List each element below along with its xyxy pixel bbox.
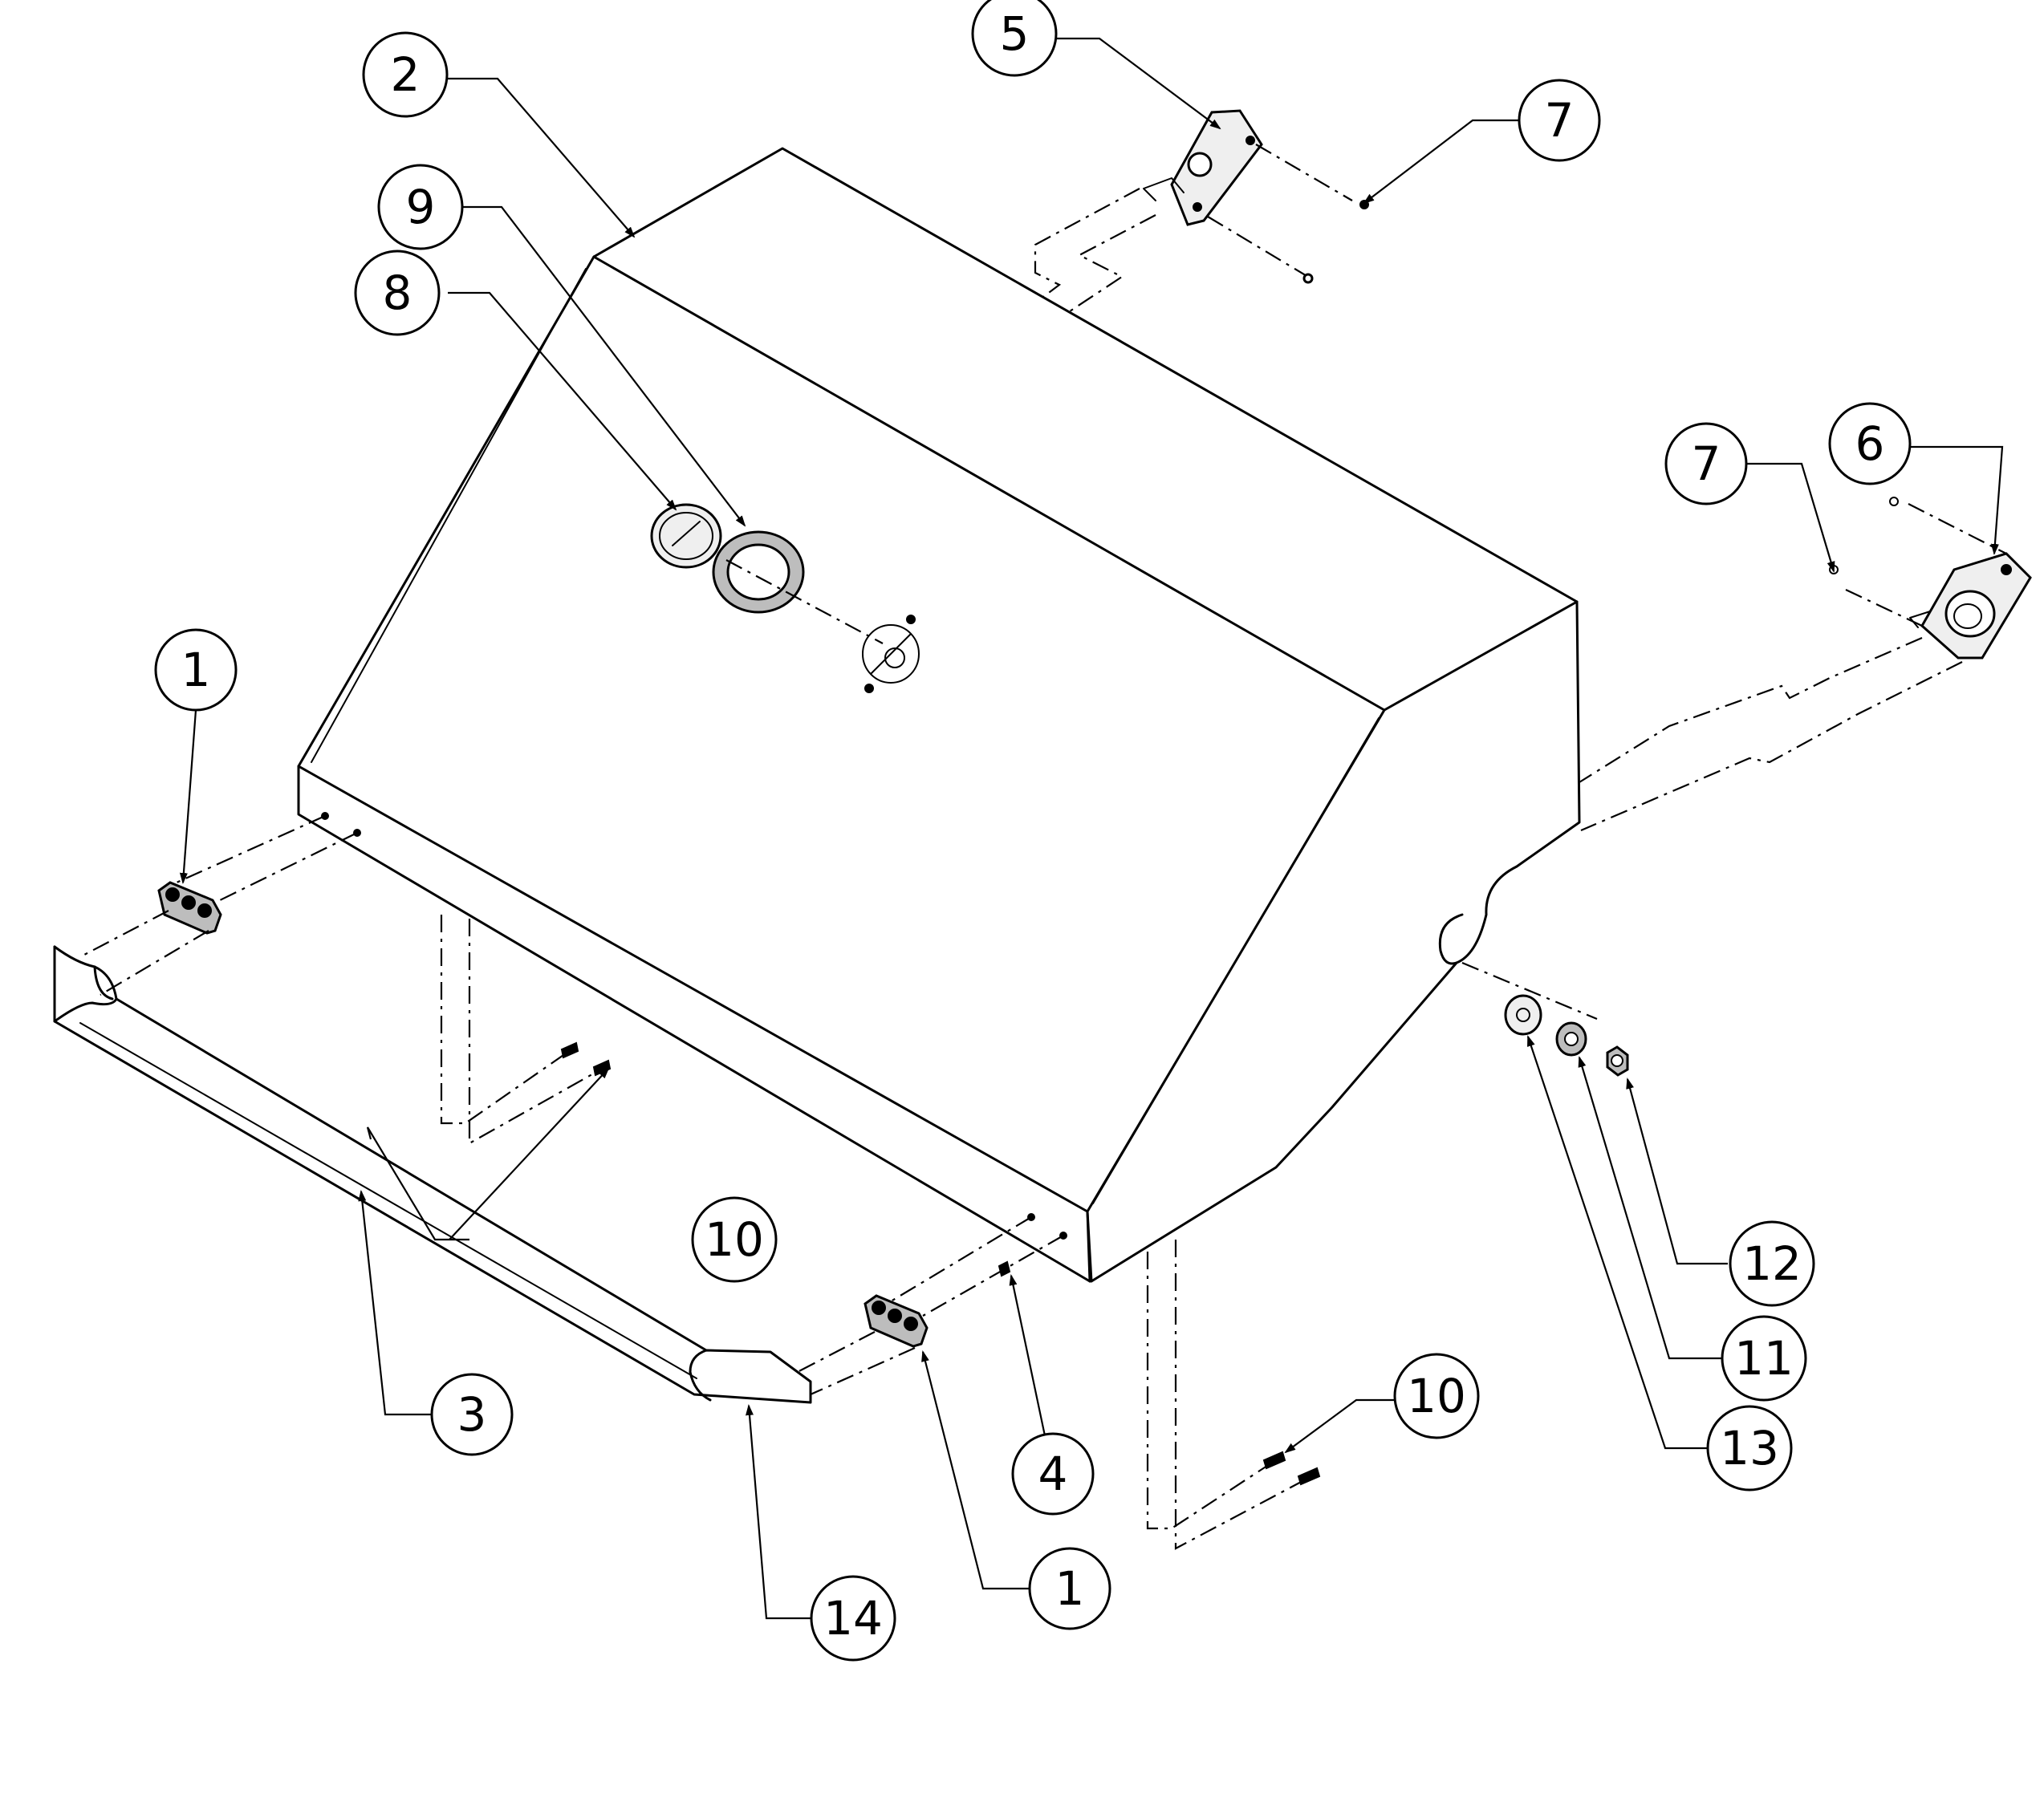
callout-label: 7 (1692, 436, 1721, 491)
callout-3: 3 (430, 1373, 514, 1456)
callout-label: 9 (406, 180, 436, 234)
callout-11: 11 (1721, 1315, 1807, 1402)
callout-label: 7 (1545, 93, 1575, 148)
callout-5: 5 (971, 0, 1058, 77)
callout-label: 3 (457, 1387, 487, 1442)
callout-label: 6 (1855, 416, 1885, 471)
callout-7-top: 7 (1518, 79, 1601, 162)
callout-label: 8 (383, 266, 412, 320)
callout-10-front: 10 (691, 1196, 778, 1283)
callout-label: 5 (1000, 6, 1030, 61)
callout-label: 2 (391, 47, 421, 102)
screw-front-left (560, 1041, 612, 1077)
leader-lines (179, 37, 2004, 1620)
handle-bracket-left (157, 881, 222, 935)
lock-washer-11 (1555, 1021, 1587, 1057)
washer-13 (1504, 994, 1542, 1036)
callout-label: 4 (1038, 1447, 1068, 1501)
thermometer-gauge (650, 503, 722, 569)
callout-14: 14 (810, 1575, 896, 1662)
callout-label: 1 (181, 643, 211, 697)
callout-1-right: 1 (1028, 1547, 1111, 1630)
screws-lower-right (1262, 1451, 1321, 1486)
callout-13: 13 (1706, 1405, 1793, 1492)
handle-bracket-right (864, 1294, 929, 1348)
callout-label: 10 (1407, 1369, 1466, 1423)
hinge-bracket-6 (1909, 552, 2032, 660)
callout-label: 13 (1720, 1421, 1779, 1475)
callout-12: 12 (1729, 1220, 1815, 1307)
callout-label: 14 (823, 1591, 883, 1646)
callout-label: 1 (1055, 1561, 1085, 1616)
callout-8: 8 (354, 250, 441, 336)
hinge-bracket-5 (1143, 109, 1263, 226)
callout-1-left: 1 (154, 628, 238, 712)
handle-bar (53, 945, 812, 1404)
gauge-mount-hole (862, 615, 920, 693)
callout-4: 4 (1011, 1432, 1095, 1516)
callout-10-lower: 10 (1393, 1353, 1480, 1439)
callout-label: 12 (1742, 1236, 1802, 1291)
screw-4 (998, 1260, 1011, 1277)
callout-label: 10 (705, 1212, 764, 1267)
callout-2: 2 (362, 31, 449, 118)
nut-12 (1606, 1045, 1629, 1077)
callout-label: 11 (1734, 1331, 1794, 1386)
gauge-bezel-ring (712, 530, 805, 614)
hood-body (297, 147, 1581, 1283)
callout-9: 9 (377, 164, 464, 250)
callout-6: 6 (1828, 402, 1912, 485)
callout-7-right: 7 (1664, 422, 1748, 505)
